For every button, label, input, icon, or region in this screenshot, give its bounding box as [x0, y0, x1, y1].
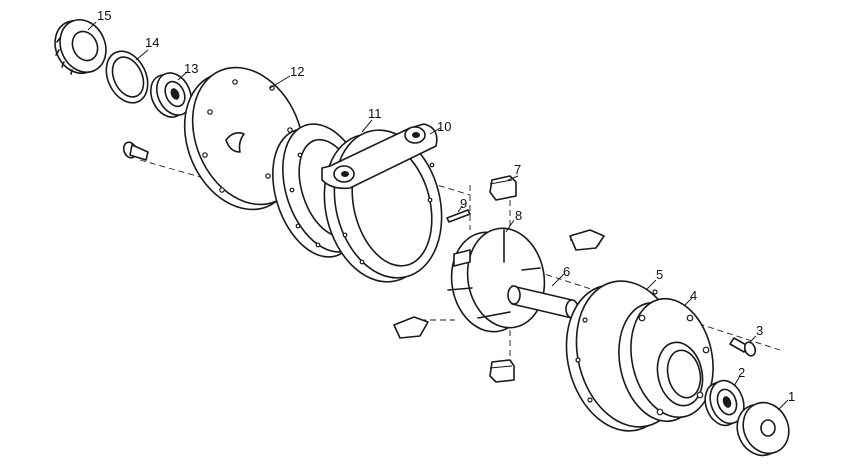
part-15-nut	[54, 19, 107, 75]
callout-11: 11	[368, 106, 382, 121]
callout-10: 10	[437, 119, 451, 134]
part-7-block	[489, 175, 517, 201]
callout-1: 1	[788, 389, 795, 404]
part-4-hub	[618, 297, 714, 423]
callout-4: 4	[690, 288, 697, 303]
part-2-bearing	[704, 379, 745, 427]
callout-3: 3	[756, 323, 763, 338]
part-3-bolt	[729, 337, 757, 357]
callout-labels: 15 14 13 12 11 10 9 8 7 6 5 4 3 2 1	[97, 8, 795, 404]
callout-13: 13	[184, 61, 198, 76]
callout-8: 8	[515, 208, 522, 223]
callout-14: 14	[145, 35, 159, 50]
part-9-pin	[446, 209, 471, 223]
callout-6: 6	[563, 264, 570, 279]
part-14-ring	[105, 50, 149, 104]
part-bolt-left	[122, 141, 149, 161]
part-13-bearing	[149, 72, 193, 118]
callout-12: 12	[290, 64, 304, 79]
callout-leaders	[87, 21, 789, 411]
part-1-washer	[736, 401, 790, 457]
callout-7: 7	[514, 162, 521, 177]
part-10-yoke-housing	[321, 123, 443, 283]
part-8-coupling-hub	[447, 227, 546, 333]
callout-15: 15	[97, 8, 111, 23]
callout-2: 2	[738, 365, 745, 380]
callout-9: 9	[460, 196, 467, 211]
callout-5: 5	[656, 267, 663, 282]
part-spider-blocks	[393, 229, 605, 383]
